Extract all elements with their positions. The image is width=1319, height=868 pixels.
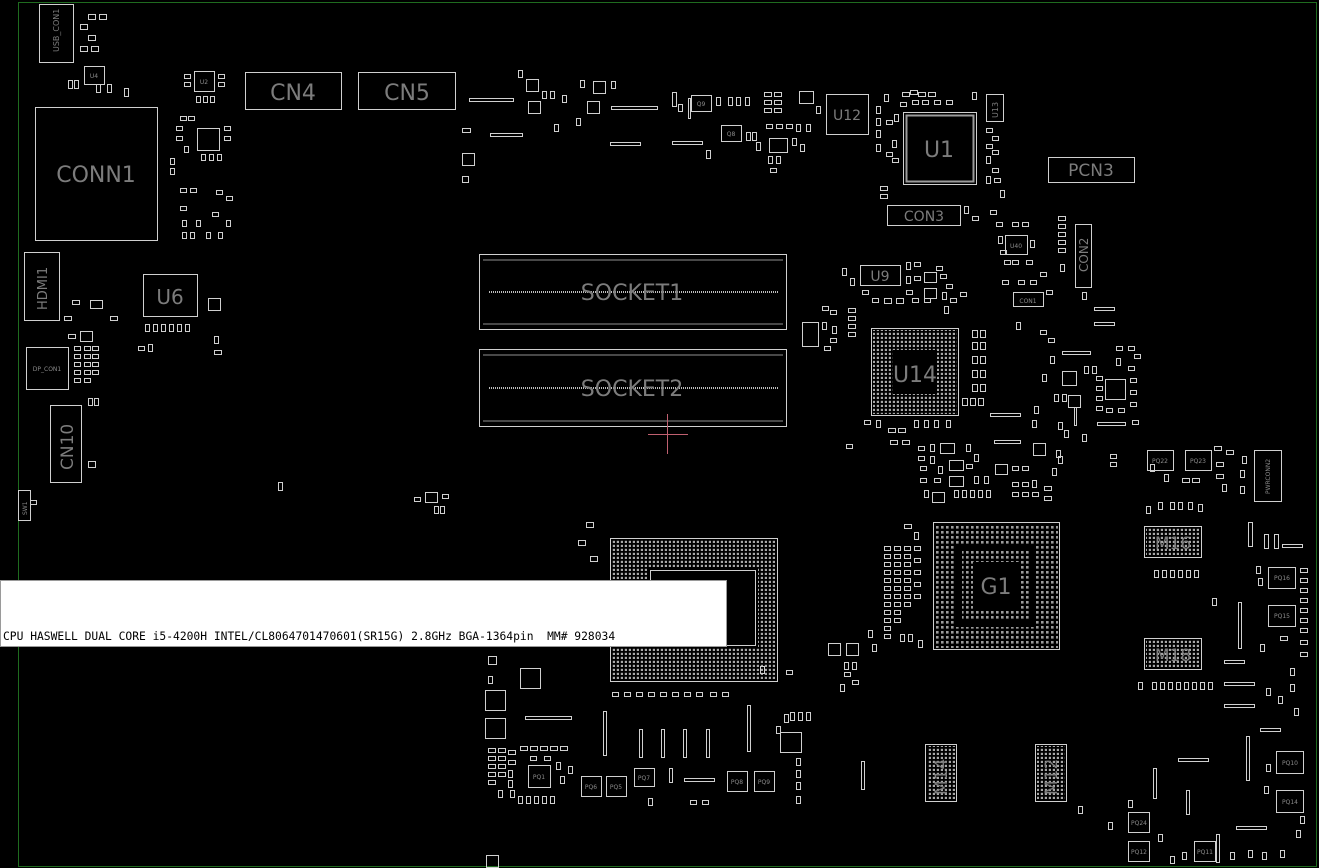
label-q8: Q8 <box>727 131 736 138</box>
label-pq7: PQ7 <box>638 775 650 782</box>
label-pq12: PQ12 <box>1131 849 1147 856</box>
label-pq8: PQ8 <box>731 779 743 786</box>
g1-outline <box>933 522 1060 650</box>
label-u2: U2 <box>200 79 208 86</box>
u6-outline <box>143 274 198 317</box>
pq16-outline <box>1268 567 1296 589</box>
label-pq5: PQ5 <box>610 784 622 791</box>
pq1-outline <box>528 765 551 788</box>
label-pcn3: PCN3 <box>1068 161 1114 181</box>
label-u14: U14 <box>893 363 937 388</box>
con1-outline <box>1013 292 1044 307</box>
label-con1: CON1 <box>1019 298 1036 305</box>
u1-outline <box>903 112 977 185</box>
pq6-outline <box>581 776 602 797</box>
label-dp-con1: DP_CON1 <box>33 366 62 373</box>
pq12-outline <box>1128 841 1150 862</box>
passive-components <box>30 14 1308 864</box>
label-cn4: CN4 <box>270 81 316 106</box>
pq15-outline <box>1268 605 1296 627</box>
pq22-outline <box>1147 450 1174 471</box>
pwrconn2-outline <box>1254 450 1282 502</box>
pq5-outline <box>606 776 627 797</box>
label-u12: U12 <box>833 108 861 124</box>
crosshair-cursor <box>648 414 688 454</box>
label-u1: U1 <box>924 138 954 163</box>
pq10-outline <box>1276 751 1304 774</box>
label-conn1: CONN1 <box>56 163 136 188</box>
label-cn10: CN10 <box>58 424 78 470</box>
label-pq6: PQ6 <box>585 784 597 791</box>
label-socket1: SOCKET1 <box>581 281 683 306</box>
cn10-outline <box>50 405 82 483</box>
m16-outline <box>1144 526 1202 558</box>
label-pwrconn2: PWRCONN2 <box>1265 459 1272 494</box>
pq7-outline <box>634 768 655 787</box>
label-hdmi1: HDMI1 <box>36 267 51 310</box>
con2-outline <box>1075 224 1092 288</box>
label-pq9: PQ9 <box>758 779 770 786</box>
label-sw1: SW1 <box>22 501 29 515</box>
u40-outline <box>1005 235 1028 255</box>
pq14-outline <box>1276 790 1304 813</box>
label-con3: CON3 <box>904 209 944 225</box>
m14-outline <box>925 744 957 802</box>
u14-outline <box>871 328 959 416</box>
u12-outline <box>826 94 869 135</box>
pq24-outline <box>1128 812 1150 833</box>
component-info-tooltip: CPU HASWELL DUAL CORE i5-4200H INTEL/CL8… <box>0 580 727 647</box>
pq23-outline <box>1185 450 1212 471</box>
label-u9: U9 <box>870 269 889 285</box>
label-u4: U4 <box>90 73 98 80</box>
label-u13: U13 <box>991 102 1000 118</box>
pcn3-outline <box>1048 157 1135 183</box>
u9-outline <box>860 265 901 286</box>
label-m16: M16 <box>1155 534 1191 554</box>
pq11-outline <box>1194 841 1216 862</box>
u13-outline <box>986 94 1004 122</box>
label-pq11: PQ11 <box>1197 849 1213 856</box>
label-cn5: CN5 <box>384 81 430 106</box>
label-pq16: PQ16 <box>1274 575 1290 582</box>
conn1-outline <box>35 107 158 241</box>
cn5-outline <box>358 72 456 110</box>
pq8-outline <box>727 771 748 792</box>
m18-outline <box>1144 638 1202 670</box>
tooltip-text: CPU HASWELL DUAL CORE i5-4200H INTEL/CL8… <box>3 630 616 643</box>
label-u6: U6 <box>156 285 183 309</box>
label-pq23: PQ23 <box>1190 458 1206 465</box>
label-m14: M14 <box>932 759 952 795</box>
label-pq15: PQ15 <box>1274 613 1290 620</box>
label-pq14: PQ14 <box>1282 799 1298 806</box>
label-pq1: PQ1 <box>533 774 545 781</box>
label-u40: U40 <box>1010 243 1022 250</box>
label-socket2: SOCKET2 <box>581 377 683 402</box>
m12-outline <box>1035 744 1067 802</box>
con3-outline <box>887 205 961 226</box>
label-pq22: PQ22 <box>1152 458 1168 465</box>
dp-con1-outline <box>26 347 69 390</box>
label-con2: CON2 <box>1077 238 1091 272</box>
label-m18: M18 <box>1155 646 1191 666</box>
pq9-outline <box>754 771 775 792</box>
label-g1: G1 <box>980 575 1011 600</box>
label-pq10: PQ10 <box>1282 760 1298 767</box>
label-usb-con1: USB_CON1 <box>52 9 61 52</box>
label-pq24: PQ24 <box>1131 820 1147 827</box>
socket1-outline <box>479 254 787 330</box>
usb-con1-outline <box>39 4 74 63</box>
label-m12: M12 <box>1042 759 1062 795</box>
socket2-outline <box>479 349 787 427</box>
label-q9: Q9 <box>697 101 706 108</box>
board-outline <box>18 2 1317 867</box>
hdmi1-outline <box>24 252 60 321</box>
cn4-outline <box>245 72 342 110</box>
